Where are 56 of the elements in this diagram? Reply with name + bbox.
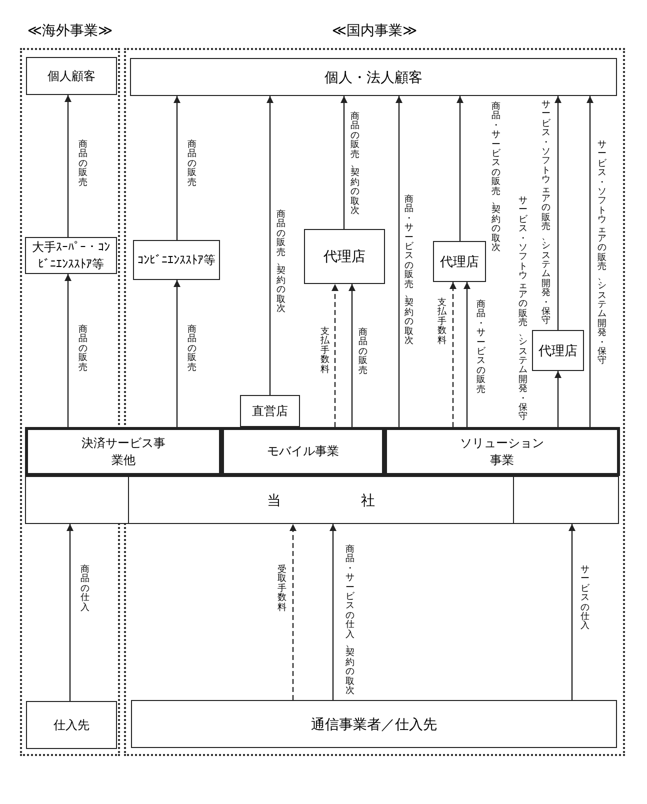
edge-label: 支払手数料 — [320, 327, 330, 374]
edge-label: 商品・サービスの販売、契約の取次 — [491, 102, 501, 252]
arrow — [266, 96, 274, 395]
entity-box: 仕入先 — [26, 701, 117, 749]
edge-label: サービス・ソフトウェアの販売、システム開発・保守 — [541, 100, 551, 326]
arrow — [66, 524, 74, 701]
edge-label: 商品・サービスの仕入、契約の取次 — [345, 545, 355, 696]
arrow — [456, 96, 464, 241]
arrow — [348, 284, 356, 427]
section-heading: ≪国内事業≫ — [330, 22, 418, 40]
edge-label: 商品の販売 — [358, 328, 368, 376]
edge-label: 商品の仕入 — [80, 565, 90, 612]
arrow — [554, 371, 562, 427]
arrow — [290, 524, 296, 700]
edge-label: 商品・サービスの販売 — [476, 300, 486, 394]
arrow — [340, 96, 348, 229]
edge-label: 支払手数料 — [437, 298, 447, 346]
entity-box — [513, 476, 619, 524]
edge-label: 商品の販売 — [187, 325, 197, 372]
entity-box: 決済サービス事業他 — [25, 427, 222, 476]
arrow — [174, 280, 180, 427]
edge-label: 商品の販売 — [187, 140, 197, 188]
edge-label: サービス・ソフトウェアの販売、システム開発・保守 — [518, 196, 528, 422]
arrow — [330, 524, 336, 700]
arrow — [586, 96, 594, 427]
arrow — [450, 282, 456, 427]
entity-box: 代理店 — [304, 229, 385, 284]
entity-box: モバイル事業 — [221, 427, 385, 476]
entity-box: ソリューション事業 — [384, 427, 620, 476]
arrow — [332, 284, 338, 427]
arrow — [174, 96, 180, 240]
section-heading: ≪海外事業≫ — [26, 22, 114, 40]
entity-box: 大手ｽｰﾊﾟｰ・ｺﾝﾋﾞﾆｴﾝｽｽﾄｱ等 — [25, 237, 117, 274]
edge-label: サービスの仕入 — [580, 565, 590, 631]
edge-label: 商品の販売 — [78, 325, 88, 372]
edge-label: 商品・サービスの販売、契約の取次 — [404, 195, 414, 346]
entity-box: 個人・法人顧客 — [130, 58, 617, 96]
edge-label: 商品の販売、契約の取次 — [276, 210, 286, 314]
entity-box: ｺﾝﾋﾞﾆｴﾝｽｽﾄｱ等 — [133, 240, 220, 280]
edge-label: サービス・ソフトウェアの販売、システム開発・保守 — [597, 140, 607, 366]
edge-label: 受取手数料 — [277, 565, 287, 612]
arrow — [568, 524, 576, 700]
edge-label: 商品の販売、契約の取次 — [350, 112, 360, 216]
entity-box: 個人顧客 — [26, 57, 117, 95]
arrow — [396, 96, 402, 427]
arrow — [64, 274, 72, 427]
arrow — [64, 95, 72, 237]
entity-box: 直営店 — [240, 395, 300, 427]
entity-box — [25, 476, 129, 524]
arrow — [464, 282, 470, 427]
entity-box: 代理店 — [532, 330, 584, 371]
edge-label: 商品の販売 — [78, 140, 88, 188]
entity-box: 通信事業者／仕入先 — [131, 700, 617, 748]
entity-box: 当社 — [128, 476, 514, 524]
entity-box: 代理店 — [433, 241, 486, 282]
arrow — [554, 96, 562, 330]
